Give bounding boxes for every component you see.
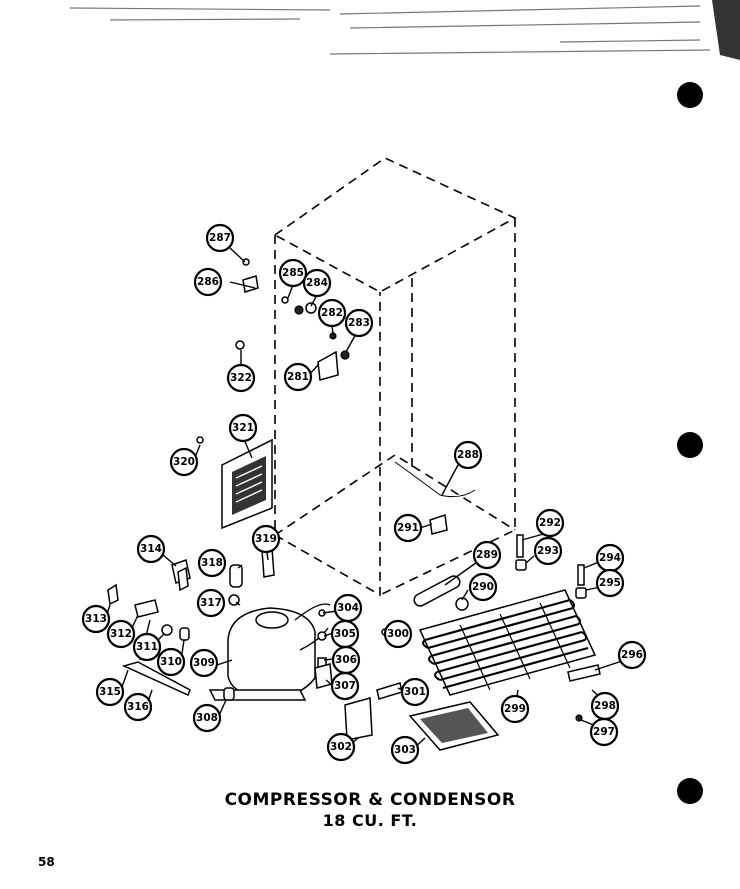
callout-302: 302 — [326, 732, 356, 762]
svg-text:314: 314 — [140, 543, 162, 555]
callout-287: 287 — [205, 223, 235, 253]
callout-320: 320 — [169, 447, 199, 477]
diagram-title: COMPRESSOR & CONDENSOR — [224, 790, 516, 810]
svg-text:281: 281 — [287, 371, 309, 383]
svg-text:294: 294 — [599, 552, 621, 564]
svg-text:320: 320 — [173, 456, 195, 468]
svg-text:308: 308 — [196, 712, 218, 724]
callout-301: 301 — [400, 677, 430, 707]
svg-text:289: 289 — [476, 549, 498, 561]
svg-text:295: 295 — [599, 577, 621, 589]
callout-312: 312 — [106, 619, 136, 649]
callout-282: 282 — [317, 298, 347, 328]
svg-text:290: 290 — [472, 581, 494, 593]
svg-text:291: 291 — [397, 522, 419, 534]
callout-293: 293 — [533, 536, 563, 566]
cabinet-outline — [273, 157, 517, 597]
drain-pan — [408, 701, 500, 751]
callout-313: 313 — [81, 604, 111, 634]
callout-284: 284 — [302, 268, 332, 298]
callout-281: 281 — [283, 362, 313, 392]
svg-text:287: 287 — [209, 232, 231, 244]
callout-297: 297 — [589, 717, 619, 747]
callout-292: 292 — [535, 508, 565, 538]
svg-text:292: 292 — [539, 517, 561, 529]
callout-319: 319 — [251, 524, 281, 554]
callout-296: 296 — [617, 640, 647, 670]
callout-311: 311 — [132, 632, 162, 662]
svg-text:300: 300 — [387, 628, 409, 640]
svg-text:293: 293 — [537, 545, 559, 557]
callout-318: 318 — [197, 548, 227, 578]
callout-300: 300 — [383, 619, 413, 649]
svg-text:315: 315 — [99, 686, 121, 698]
svg-text:288: 288 — [457, 449, 479, 461]
access-panel — [221, 438, 273, 530]
callout-316: 316 — [123, 692, 153, 722]
diagram-subtitle: 18 CU. FT. — [322, 811, 418, 830]
svg-text:297: 297 — [593, 726, 615, 738]
svg-text:317: 317 — [200, 597, 222, 609]
callout-288: 288 — [453, 440, 483, 470]
svg-text:282: 282 — [321, 307, 343, 319]
callout-303: 303 — [390, 735, 420, 765]
callout-321: 321 — [228, 413, 258, 443]
svg-text:284: 284 — [306, 277, 328, 289]
callout-299: 299 — [500, 694, 530, 724]
svg-text:298: 298 — [594, 700, 616, 712]
binder-hole-middle — [677, 432, 703, 458]
binder-hole-bottom — [677, 778, 703, 804]
svg-text:286: 286 — [197, 276, 219, 288]
callout-balloons: 287 286 285 284 282 283 281 322 321 320 … — [81, 223, 647, 765]
callout-304: 304 — [333, 593, 363, 623]
svg-text:309: 309 — [193, 657, 215, 669]
svg-text:321: 321 — [232, 422, 254, 434]
callout-305: 305 — [330, 619, 360, 649]
svg-text:303: 303 — [394, 744, 416, 756]
callout-291: 291 — [393, 513, 423, 543]
svg-text:311: 311 — [136, 641, 158, 653]
svg-text:285: 285 — [282, 267, 304, 279]
binder-hole-top — [677, 82, 703, 108]
condenser-coil — [418, 589, 597, 696]
callout-294: 294 — [595, 543, 625, 573]
callout-283: 283 — [344, 308, 374, 338]
svg-text:299: 299 — [504, 703, 526, 715]
svg-text:302: 302 — [330, 741, 352, 753]
callout-322: 322 — [226, 363, 256, 393]
callout-314: 314 — [136, 534, 166, 564]
svg-text:316: 316 — [127, 701, 149, 713]
callout-309: 309 — [189, 648, 219, 678]
svg-text:313: 313 — [85, 613, 107, 625]
callout-295: 295 — [595, 568, 625, 598]
callout-298: 298 — [590, 691, 620, 721]
page-number: 58 — [38, 855, 55, 869]
svg-text:322: 322 — [230, 372, 252, 384]
svg-text:301: 301 — [404, 686, 426, 698]
callout-285: 285 — [278, 258, 308, 288]
callout-315: 315 — [95, 677, 125, 707]
svg-text:306: 306 — [335, 654, 357, 666]
small-parts — [107, 258, 601, 741]
scan-artifacts — [69, 0, 740, 804]
svg-text:304: 304 — [337, 602, 359, 614]
callout-289: 289 — [472, 540, 502, 570]
svg-text:310: 310 — [160, 656, 182, 668]
callout-308: 308 — [192, 703, 222, 733]
svg-text:305: 305 — [334, 628, 356, 640]
svg-text:307: 307 — [334, 680, 356, 692]
svg-text:318: 318 — [201, 557, 223, 569]
svg-text:312: 312 — [110, 628, 132, 640]
callout-286: 286 — [193, 267, 223, 297]
callout-310: 310 — [156, 647, 186, 677]
callout-306: 306 — [331, 645, 361, 675]
callout-317: 317 — [196, 588, 226, 618]
svg-text:283: 283 — [348, 317, 370, 329]
svg-text:296: 296 — [621, 649, 643, 661]
compressor — [208, 603, 331, 701]
callout-290: 290 — [468, 572, 498, 602]
svg-text:319: 319 — [255, 533, 277, 545]
callout-307: 307 — [330, 671, 360, 701]
